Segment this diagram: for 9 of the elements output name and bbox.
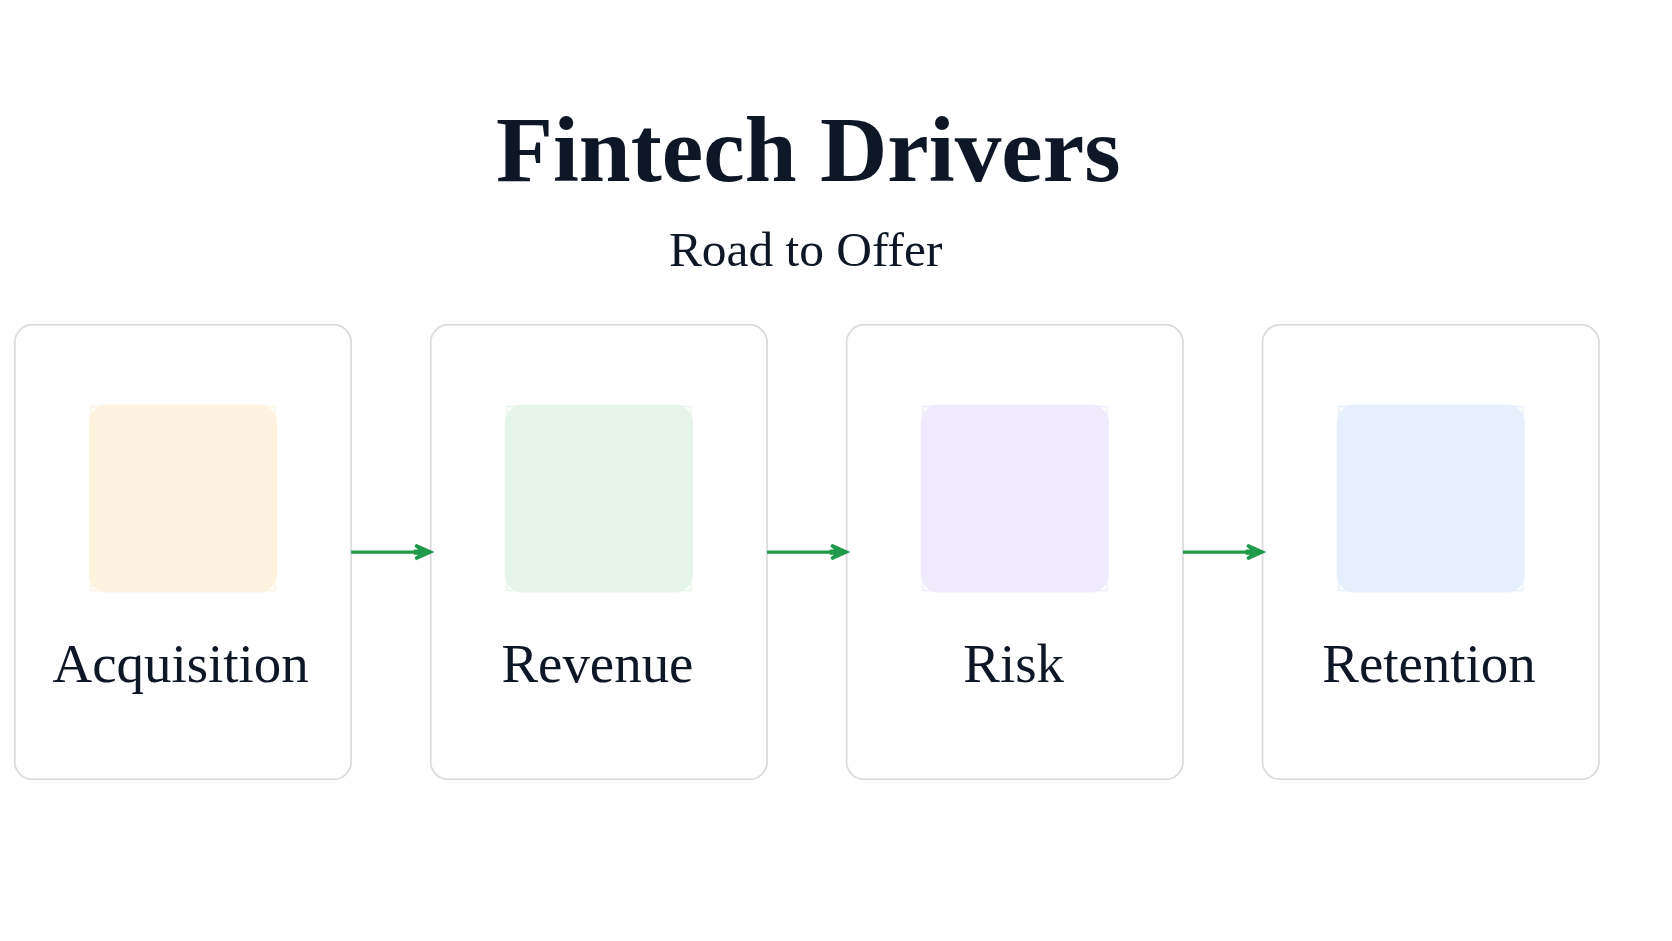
arrow — [1182, 543, 1264, 561]
arrow — [350, 543, 432, 561]
node-box: Risk — [845, 323, 1184, 781]
arrow — [766, 543, 848, 561]
node-box: Retention — [1261, 323, 1600, 781]
node-box: Revenue — [429, 323, 768, 781]
diagram-title: Fintech Drivers — [495, 98, 1121, 202]
node-box: Acquisition — [13, 323, 352, 781]
label: Road to Offer — [668, 221, 942, 277]
